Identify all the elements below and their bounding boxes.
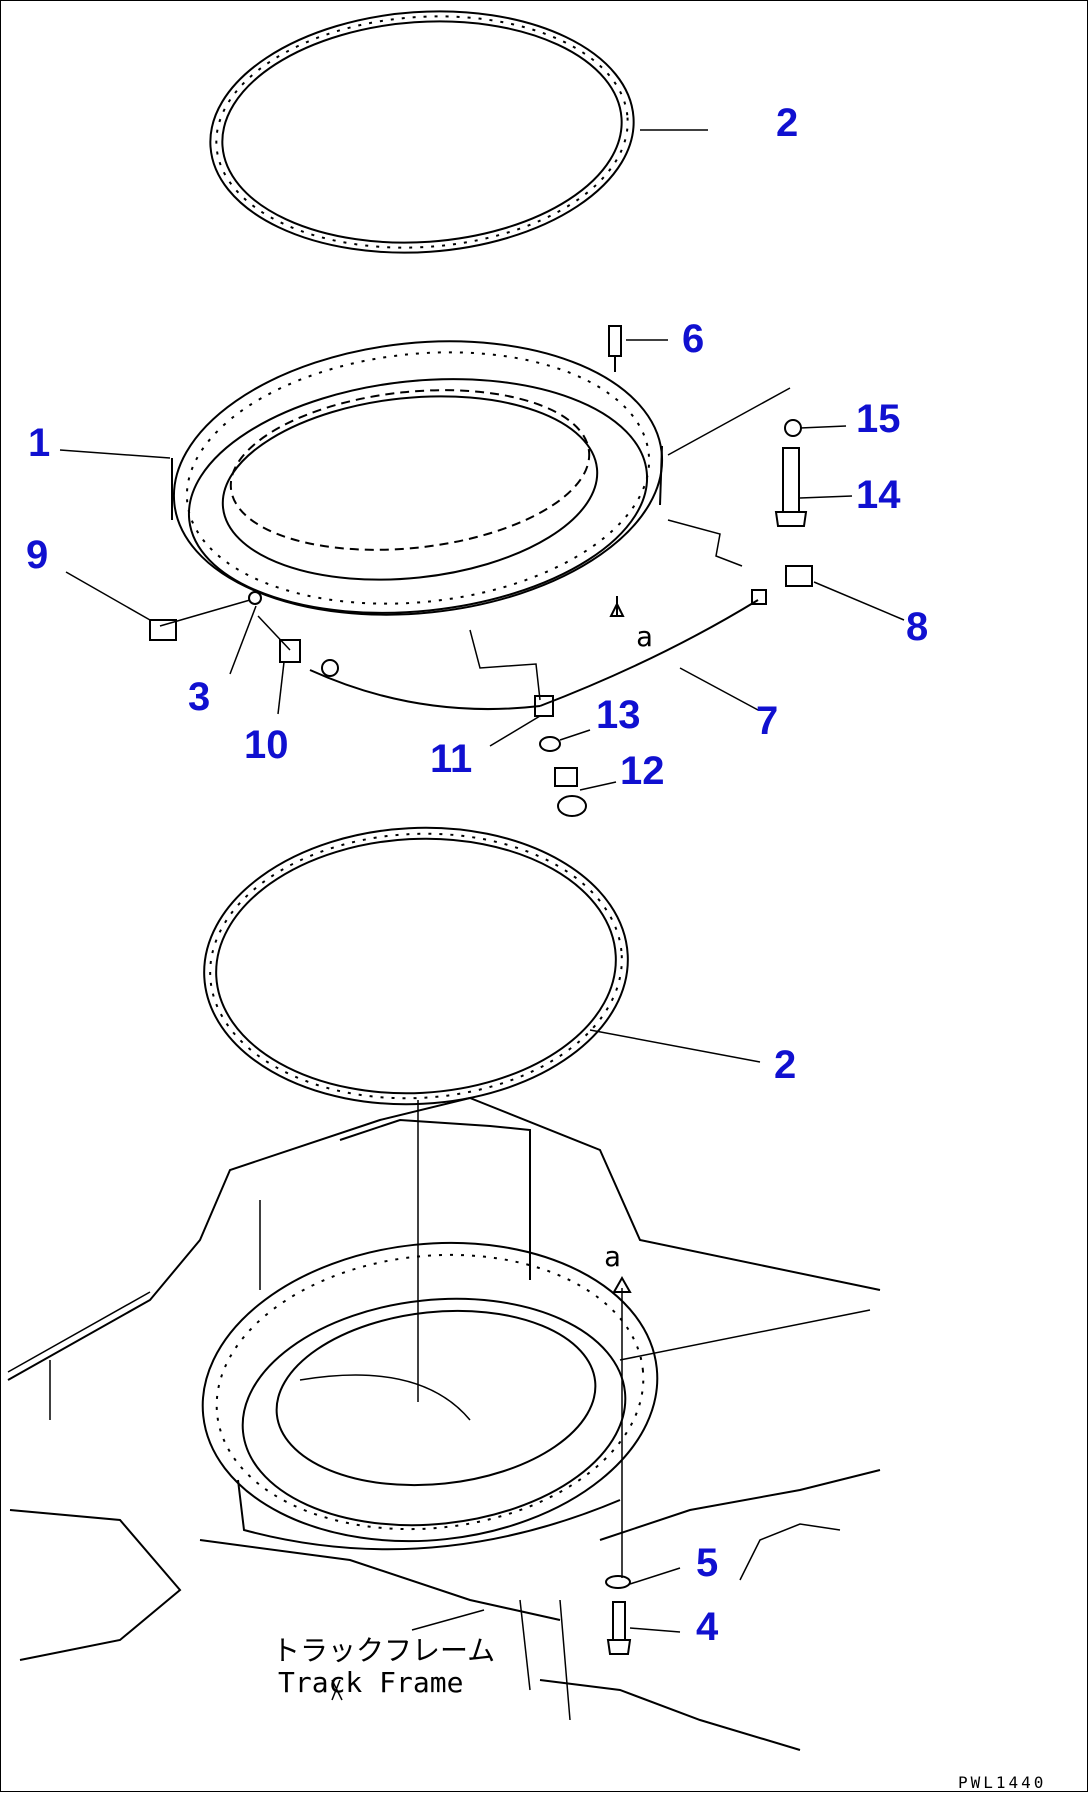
callout-6: 6 <box>682 317 704 361</box>
callout-3: 3 <box>188 675 210 719</box>
callout-2-bottom: 2 <box>774 1043 796 1087</box>
callout-10: 10 <box>244 723 289 767</box>
track-frame-ring-mount <box>201 1241 659 1551</box>
seal-ring-top <box>209 10 635 254</box>
swing-circle-bearing <box>171 340 664 616</box>
callout-15: 15 <box>856 397 901 441</box>
callout-8: 8 <box>906 605 928 649</box>
mounting-bolt <box>605 1275 632 1655</box>
track-frame-label-en: Track Frame <box>278 1666 463 1699</box>
callout-7: 7 <box>756 699 778 743</box>
callout-5: 5 <box>696 1541 718 1585</box>
callout-4: 4 <box>696 1605 719 1649</box>
leader-lines <box>59 129 905 1701</box>
callout-1: 1 <box>28 421 50 465</box>
track-frame <box>7 1096 881 1751</box>
track-frame-label: トラックフレーム Track Frame <box>272 1634 495 1699</box>
callout-9: 9 <box>26 533 48 577</box>
callout-13: 13 <box>596 693 641 737</box>
grease-fittings <box>149 325 813 817</box>
drawing-code: PWL1440 <box>958 1773 1046 1792</box>
callout-14: 14 <box>856 473 901 517</box>
view-mark-a-upper: a <box>636 620 653 653</box>
callout-12: 12 <box>620 749 665 793</box>
callout-2-top: 2 <box>776 101 798 145</box>
callout-11: 11 <box>430 737 472 781</box>
callout-labels: 2 6 1 15 14 9 8 3 10 7 13 11 12 2 5 4 <box>26 101 928 1649</box>
track-frame-label-jp: トラックフレーム <box>272 1634 495 1667</box>
view-marks: a a <box>604 620 653 1273</box>
view-mark-a-lower: a <box>604 1240 621 1273</box>
seal-ring-bottom <box>203 826 629 1402</box>
